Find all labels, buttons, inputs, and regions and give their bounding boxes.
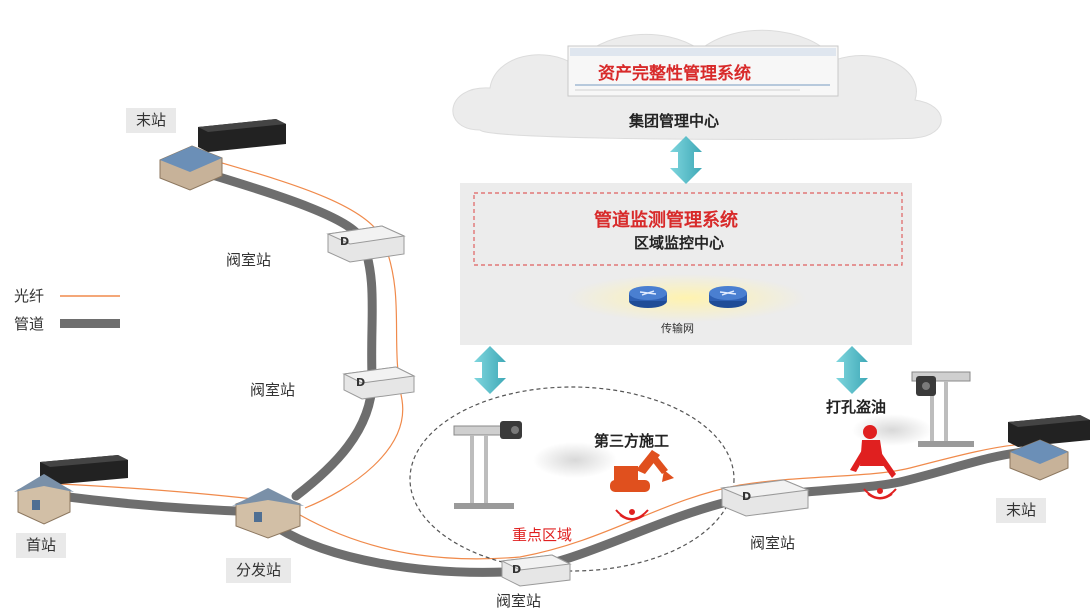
legend-pipe-label: 管道 bbox=[14, 315, 45, 333]
valve-mark-3: D bbox=[512, 563, 522, 576]
group-management-center-label: 集团管理中心 bbox=[629, 112, 720, 130]
station-building-icon-branch bbox=[232, 488, 304, 539]
station-building-icon-top bbox=[159, 145, 223, 191]
valve-station-label-1: 阀室站 bbox=[226, 251, 272, 269]
signal-waves-icon-left bbox=[615, 509, 649, 521]
end-station-top-label: 末站 bbox=[126, 108, 177, 133]
first-station-label: 首站 bbox=[16, 533, 67, 558]
arrow-region-right bbox=[836, 346, 868, 394]
branch-station-label: 分发站 bbox=[226, 558, 292, 583]
valve-box-icon-4 bbox=[720, 479, 810, 517]
regional-monitoring-center-label: 区域监控中心 bbox=[634, 234, 725, 252]
legend-fiber-label: 光纤 bbox=[14, 287, 45, 305]
network-glow bbox=[566, 274, 806, 322]
valve-box-icon-2 bbox=[342, 366, 416, 400]
valve-box-icon-3 bbox=[500, 554, 572, 587]
valve-station-label-2: 阀室站 bbox=[250, 381, 296, 399]
server-icon-left bbox=[40, 455, 128, 485]
excavator-icon bbox=[610, 450, 674, 492]
valve-station-label-3: 阀室站 bbox=[496, 592, 542, 610]
legend-pipe-swatch bbox=[60, 319, 120, 328]
asset-integrity-system-title: 资产完整性管理系统 bbox=[598, 64, 751, 84]
valve-mark-2: D bbox=[356, 376, 366, 389]
third-party-construction-label: 第三方施工 bbox=[594, 432, 670, 450]
key-area-label: 重点区域 bbox=[512, 526, 573, 544]
worker-digging-icon bbox=[850, 425, 896, 478]
valve-mark-4: D bbox=[742, 490, 752, 503]
end-station-right-label: 末站 bbox=[996, 498, 1047, 523]
router-icon-left bbox=[629, 286, 667, 308]
valve-station-label-4: 阀室站 bbox=[750, 534, 796, 552]
smoke-cloud bbox=[533, 442, 617, 478]
router-icon-right bbox=[709, 286, 747, 308]
key-area-boundary bbox=[409, 386, 735, 572]
station-building-icon-right bbox=[1009, 439, 1069, 481]
valve-mark-1: D bbox=[340, 235, 350, 248]
arrow-region-left bbox=[474, 346, 506, 394]
fiber-line bbox=[59, 157, 1026, 560]
app-screenshot-thumbnail bbox=[567, 45, 839, 97]
arrow-cloud-region bbox=[670, 136, 702, 184]
transmission-network-label: 传输网 bbox=[661, 322, 694, 335]
signal-waves-icon-right bbox=[863, 488, 897, 500]
server-icon-right bbox=[1008, 415, 1090, 447]
camera-pole-icon-left bbox=[453, 421, 522, 509]
valve-box-icon-1 bbox=[326, 225, 406, 263]
station-building-icon-first bbox=[14, 474, 74, 525]
camera-pole-icon-right bbox=[911, 371, 974, 447]
pipeline-monitoring-system-title: 管道监测管理系统 bbox=[594, 210, 738, 231]
server-icon-top bbox=[198, 119, 286, 152]
drill-theft-label: 打孔盗油 bbox=[826, 398, 887, 416]
region-system-frame bbox=[473, 192, 903, 266]
